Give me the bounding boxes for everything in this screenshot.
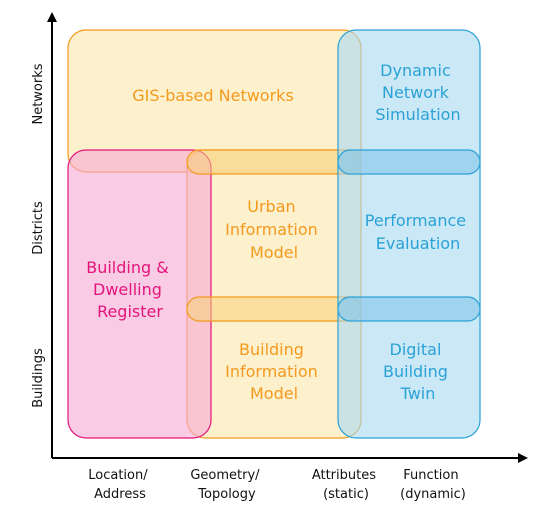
y-label-districts: Districts [31, 201, 46, 255]
buildings-band [186, 296, 362, 322]
building-information-model-label: Building Information Model [225, 340, 323, 403]
building-dwelling-register-label: Building & Dwelling Register [86, 258, 174, 321]
x-label-location: Location/ Address [88, 468, 152, 502]
y-label-buildings: Buildings [31, 348, 46, 408]
digital-building-twin-label: Digital Building Twin [383, 340, 453, 403]
x-label-function: Function (dynamic) [400, 468, 466, 502]
x-label-geometry: Geometry/ Topology [190, 468, 263, 502]
network-district-band [337, 149, 481, 175]
performance-evaluation-label: Performance Evaluation [365, 211, 471, 253]
function-column-region [337, 29, 481, 439]
y-label-networks: Networks [31, 63, 46, 124]
district-building-band [337, 296, 481, 322]
x-label-attributes: Attributes (static) [312, 468, 380, 502]
gis-networks-label: GIS-based Networks [132, 86, 294, 105]
districts-band [186, 149, 362, 175]
dynamic-network-simulation-label: Dynamic Network Simulation [375, 61, 460, 124]
building-dwelling-register-region [67, 149, 212, 439]
urban-information-model-label: Urban Information Model [225, 197, 323, 262]
